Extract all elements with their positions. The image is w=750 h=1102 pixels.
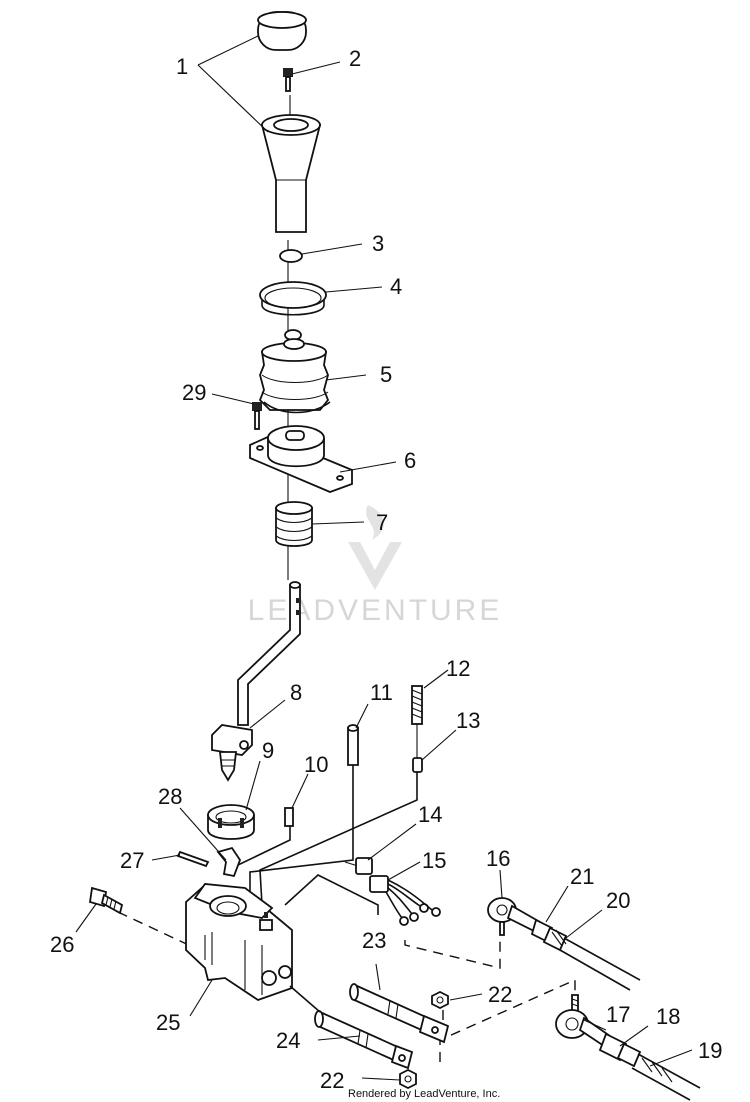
part-20-shift-cable-upper <box>542 926 641 991</box>
part-22-nut-upper <box>431 990 449 1010</box>
part-18-cable-nut-lower <box>598 1032 642 1068</box>
callout-27: 27 <box>120 848 144 873</box>
callout-24: 24 <box>276 1028 300 1053</box>
part-29-screw <box>252 402 262 430</box>
part-4-retaining-ring <box>259 281 327 316</box>
part-5-rubber-boot <box>258 338 331 414</box>
part-12-spring <box>411 685 423 725</box>
part-16-rod-end-upper <box>487 897 542 936</box>
leader-lines <box>75 35 693 1081</box>
callout-4: 4 <box>390 274 402 299</box>
callout-15: 15 <box>422 848 446 873</box>
shaft-connector <box>289 985 321 1013</box>
callout-16: 16 <box>486 846 510 871</box>
callout-20: 20 <box>606 888 630 913</box>
part-22-nut-lower <box>399 1068 417 1090</box>
callout-21: 21 <box>570 864 594 889</box>
part-6-shift-plate <box>249 425 353 493</box>
callout-22-lower: 22 <box>320 1068 344 1093</box>
callout-6: 6 <box>404 448 416 473</box>
part-9-collar <box>207 804 255 840</box>
part-23-shift-link <box>349 983 450 1044</box>
callout-23: 23 <box>362 928 386 953</box>
callout-14: 14 <box>418 802 442 827</box>
callout-12: 12 <box>446 656 470 681</box>
callout-19: 19 <box>698 1038 722 1063</box>
part-27-roll-pin <box>176 850 210 868</box>
callout-29: 29 <box>182 380 206 405</box>
part-13-plunger <box>412 724 423 773</box>
part-8-shift-lever <box>211 581 301 782</box>
part-2-screw <box>283 68 293 92</box>
callout-22-upper: 22 <box>488 982 512 1007</box>
callout-18: 18 <box>656 1004 680 1029</box>
callout-25: 25 <box>156 1010 180 1035</box>
part-1-shift-knob <box>257 11 322 233</box>
part-3-ring <box>279 249 303 263</box>
callout-labels: 1 2 3 4 5 6 7 8 9 10 11 12 13 14 15 16 1… <box>50 46 722 1093</box>
part-14-neutral-switch <box>344 857 373 875</box>
part-15-wiring-harness <box>369 875 441 926</box>
render-credit: Rendered by LeadVenture, Inc. <box>348 1088 500 1100</box>
watermark-text: LEADVENTURE <box>248 594 503 627</box>
part-19-shift-cable-lower <box>631 1053 701 1101</box>
part-11-pin <box>347 724 359 766</box>
callout-13: 13 <box>456 708 480 733</box>
part-24-shift-shaft <box>314 1010 414 1070</box>
routing-lines <box>237 765 418 915</box>
callout-11: 11 <box>370 680 393 705</box>
callout-8: 8 <box>290 680 302 705</box>
part-17-rod-end-lower <box>555 994 612 1048</box>
callout-26: 26 <box>50 932 74 957</box>
callout-10: 10 <box>304 752 328 777</box>
part-7-bushing <box>275 501 313 547</box>
callout-1: 1 <box>176 54 188 79</box>
part-26-bolt <box>88 886 124 915</box>
callout-7: 7 <box>376 510 388 535</box>
callout-9: 9 <box>262 738 274 763</box>
callout-2: 2 <box>349 46 361 71</box>
callout-17: 17 <box>606 1002 630 1027</box>
part-25-shift-housing <box>185 883 293 1001</box>
callout-28: 28 <box>158 784 182 809</box>
callout-3: 3 <box>372 231 384 256</box>
callout-5: 5 <box>380 362 392 387</box>
part-28-lock-clip <box>216 846 242 878</box>
part-10-set-screw <box>284 807 294 827</box>
